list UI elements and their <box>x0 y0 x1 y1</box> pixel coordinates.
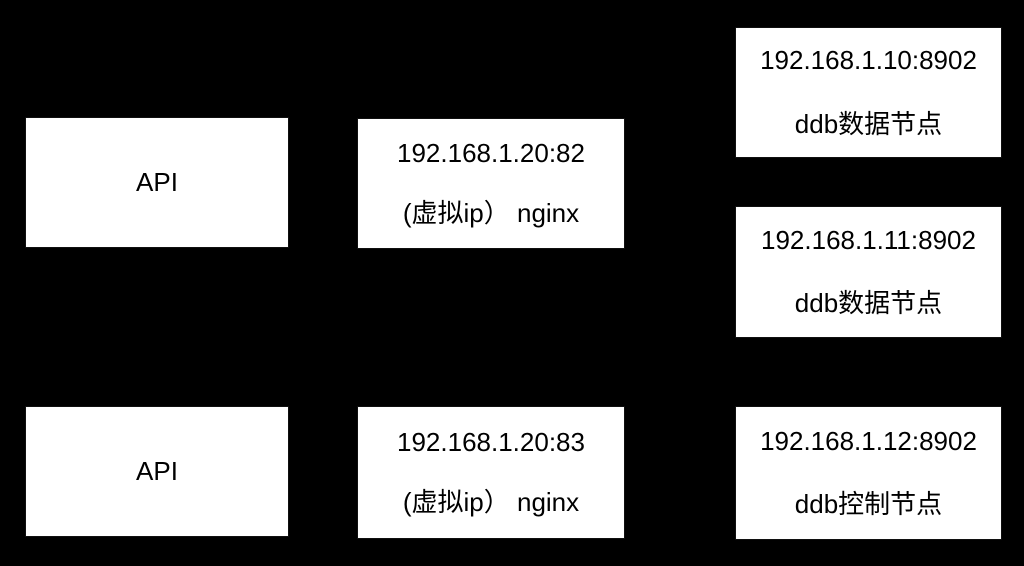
node-nginx-vip-82-label: (虚拟ip） nginx <box>402 197 580 228</box>
node-ddb-control-node-address: 192.168.1.12:8902 <box>760 425 977 456</box>
node-nginx-vip-82-address: 192.168.1.20:82 <box>397 138 585 169</box>
node-ddb-data-node-2-label: ddb数据节点 <box>794 288 943 318</box>
node-api-bottom: API <box>25 406 289 537</box>
node-nginx-vip-83-address: 192.168.1.20:83 <box>397 427 585 458</box>
node-ddb-control-node: 192.168.1.12:8902 ddb控制节点 <box>735 406 1002 540</box>
node-nginx-vip-82: 192.168.1.20:82 (虚拟ip） nginx <box>357 118 625 249</box>
node-ddb-control-node-label: ddb控制节点 <box>794 489 943 519</box>
node-api-top: API <box>25 117 289 248</box>
node-nginx-vip-83: 192.168.1.20:83 (虚拟ip） nginx <box>357 406 625 539</box>
node-ddb-data-node-2-address: 192.168.1.11:8902 <box>761 224 976 255</box>
node-nginx-vip-83-label: (虚拟ip） nginx <box>402 486 580 517</box>
node-ddb-data-node-1-address: 192.168.1.10:8902 <box>760 45 977 76</box>
node-ddb-data-node-1-label: ddb数据节点 <box>794 108 943 139</box>
node-api-bottom-label: API <box>136 455 178 486</box>
node-api-top-label: API <box>136 166 178 197</box>
node-ddb-data-node-2: 192.168.1.11:8902 ddb数据节点 <box>735 206 1002 338</box>
node-ddb-data-node-1: 192.168.1.10:8902 ddb数据节点 <box>735 27 1002 158</box>
